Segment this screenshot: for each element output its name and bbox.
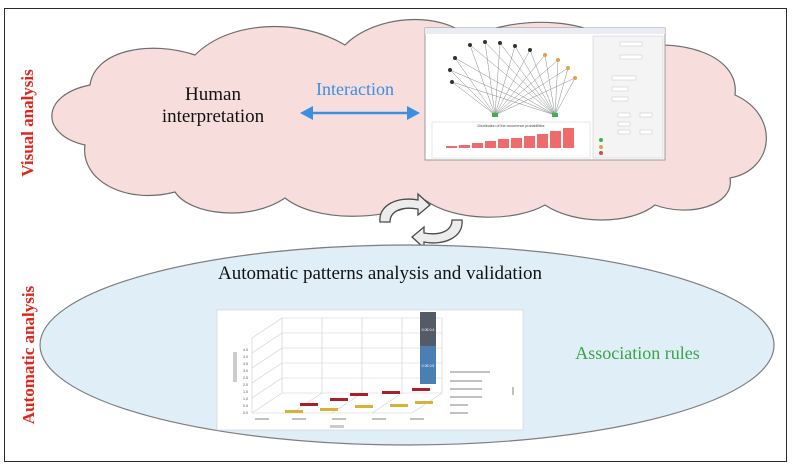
svg-text:2.5: 2.5 [243, 376, 248, 380]
association-rules-3d-chart: 0.0 0.5 1.0 1.5 2.0 2.5 3.0 3.5 4.0 4.5 0.05 0… [216, 309, 524, 431]
cycle-arrows-icon [379, 192, 463, 250]
svg-text:4.5: 4.5 [243, 348, 248, 352]
svg-text:0.0: 0.0 [243, 411, 248, 415]
tall-bar-top-label: 0.05 0.4 [422, 328, 435, 332]
screenshot-caption: Distribution of the occurrence probabili… [478, 124, 545, 128]
interaction-arrow [300, 106, 420, 120]
svg-text:2.0: 2.0 [243, 383, 248, 387]
network-tool-screenshot: Distribution of the occurrence probabili… [424, 27, 666, 161]
svg-text:3.5: 3.5 [243, 362, 248, 366]
svg-text:1.0: 1.0 [243, 397, 248, 401]
tall-bar-bottom-label: 0.05 0.5 [422, 364, 435, 368]
svg-text:3.0: 3.0 [243, 369, 248, 373]
automatic-analysis-label: Automatic analysis [19, 285, 38, 425]
visual-analysis-label: Visual analysis [18, 69, 37, 177]
diagram-frame [4, 8, 787, 462]
svg-text:0.5: 0.5 [243, 404, 248, 408]
human-interpretation-text: Human interpretation [161, 84, 265, 127]
svg-text:1.5: 1.5 [243, 390, 248, 394]
automatic-analysis-title: Automatic patterns analysis and validati… [218, 263, 542, 284]
association-rules-label: Association rules [575, 343, 700, 363]
interaction-label: Interaction [316, 79, 394, 99]
svg-text:4.0: 4.0 [243, 355, 248, 359]
